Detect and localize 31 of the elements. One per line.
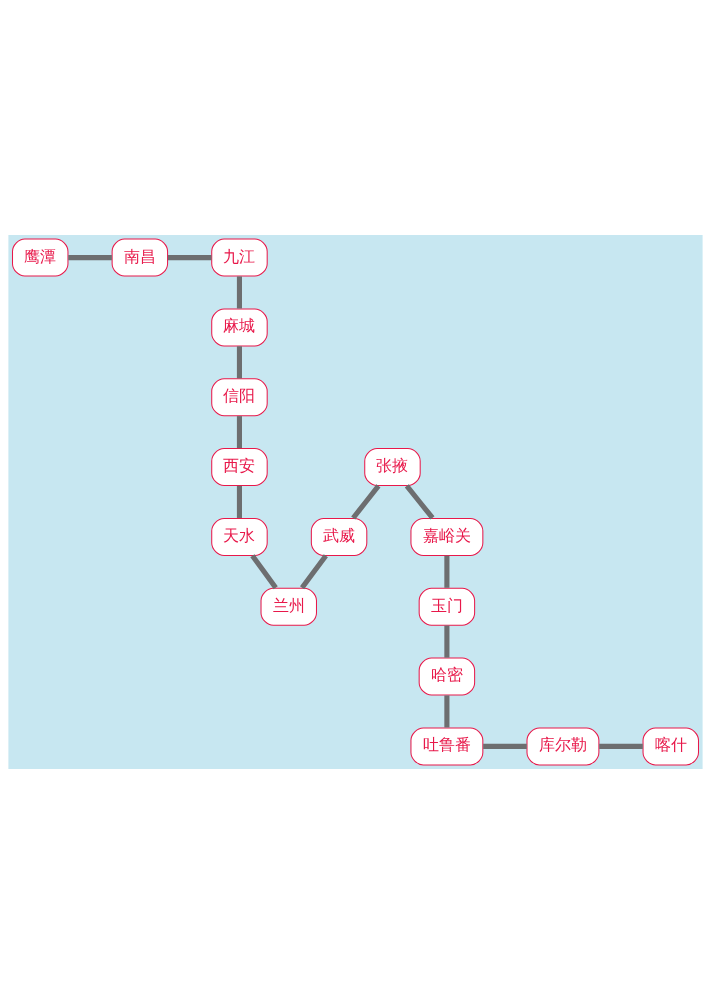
connector <box>167 254 212 260</box>
node-box: 天水 <box>211 517 268 556</box>
node-box: 喀什 <box>642 726 699 765</box>
node-box: 九江 <box>211 238 268 277</box>
connector <box>599 743 643 749</box>
node-box: 玉门 <box>418 587 476 626</box>
node-box: 武威 <box>310 517 368 556</box>
connector <box>404 483 435 520</box>
connector <box>236 485 243 518</box>
node-box: 南昌 <box>111 238 169 277</box>
node-box: 哈密 <box>418 657 476 696</box>
connector <box>236 345 243 378</box>
node-box: 西安 <box>211 447 268 486</box>
connector <box>236 275 243 308</box>
node-box: 信阳 <box>211 377 268 416</box>
connector <box>444 555 450 588</box>
connector <box>483 743 527 749</box>
connector <box>236 415 243 448</box>
connector <box>444 694 450 727</box>
connector <box>351 483 381 520</box>
node-box: 嘉峪关 <box>410 517 484 556</box>
node-box: 鹰潭 <box>12 238 69 277</box>
connector <box>250 553 278 589</box>
node-box: 兰州 <box>260 587 317 626</box>
node-box: 库尔勒 <box>526 726 600 765</box>
connector <box>68 254 112 260</box>
connector <box>444 625 450 658</box>
node-box: 吐鲁番 <box>410 726 484 765</box>
connector <box>300 553 328 589</box>
node-box: 麻城 <box>211 307 268 346</box>
node-box: 张掖 <box>364 447 421 486</box>
